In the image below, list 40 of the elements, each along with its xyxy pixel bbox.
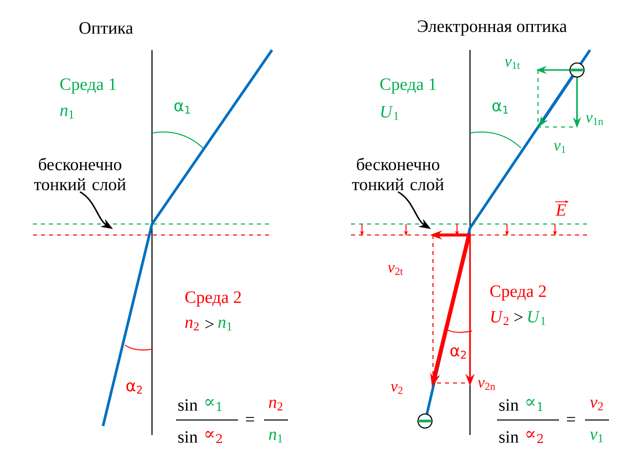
angle-label: α$_{2}$ <box>126 382 142 394</box>
angle-label: α$_{2}$ <box>450 347 466 359</box>
note-text: бесконечно тонкий слой <box>34 158 126 190</box>
formula-term: ∝$_{1}$ <box>205 399 222 411</box>
formula-term: v$_{2}$ <box>590 400 603 410</box>
vector-label: v$_{2t}$ <box>388 265 403 275</box>
symbol-label: > <box>205 320 214 328</box>
formula-term: sin <box>499 399 519 411</box>
symbol-label: n$_{1}$ <box>218 320 232 330</box>
note-text: бесконечно тонкий слой <box>352 158 444 190</box>
formula-term: ∝$_{2}$ <box>205 431 222 443</box>
symbol-label: n$_{2}$ <box>185 320 199 330</box>
vector-label: v$_{2n}$ <box>478 380 496 390</box>
formula-term: ∝$_{1}$ <box>526 399 542 411</box>
symbol-label: n$_{1}$ <box>60 108 74 118</box>
symbol-label: U$_{1}$ <box>381 106 398 120</box>
symbol-label: U$_{2}$ <box>491 311 508 325</box>
title: Электронная оптика <box>418 20 567 36</box>
formula-term: n$_{1}$ <box>268 432 282 442</box>
formula-term: v$_{1}$ <box>590 432 603 442</box>
formula-term: sin <box>178 431 198 443</box>
medium-label: Среда 1 <box>60 78 116 94</box>
medium-label: Среда 2 <box>185 291 241 307</box>
vector-label: v$_{1}$ <box>554 143 566 153</box>
symbol-label: U$_{1}$ <box>528 311 546 325</box>
vector-label: v$_{1t}$ <box>504 59 520 69</box>
vector-label: v$_{2}$ <box>390 384 402 394</box>
formula-term: sin <box>499 431 519 443</box>
title: Оптика <box>79 22 134 34</box>
medium-label: Среда 2 <box>490 285 546 301</box>
angle-label: α$_{1}$ <box>492 102 508 114</box>
formula-term: = <box>566 417 576 422</box>
symbol-label: > <box>514 313 523 322</box>
medium-label: Среда 1 <box>380 78 436 94</box>
formula-term: sin <box>178 399 198 411</box>
formula-term: = <box>246 417 254 422</box>
formula-term: n$_{2}$ <box>268 400 282 410</box>
formula-term: ∝$_{2}$ <box>526 431 543 443</box>
vector-label: v$_{1n}$ <box>586 115 604 125</box>
angle-label: α$_{1}$ <box>174 102 190 114</box>
